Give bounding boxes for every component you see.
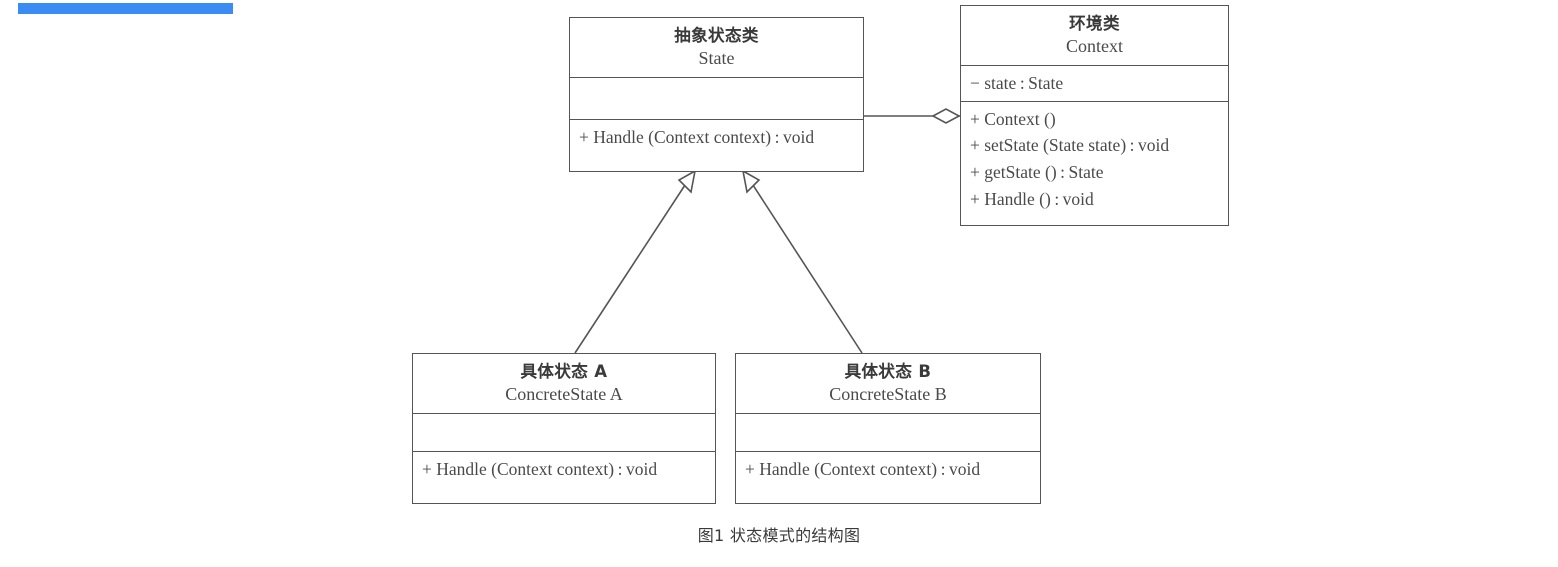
figure-caption: 图1 状态模式的结构图	[697, 526, 861, 545]
hollow-diamond-icon	[931, 108, 961, 124]
uml-class-context[interactable]: 环境类 Context − state : State + Context ()…	[960, 5, 1229, 226]
class-name-cjk: 环境类	[1069, 14, 1120, 33]
uml-class-state[interactable]: 抽象状态类 State + Handle (Context context) :…	[569, 17, 864, 172]
class-operations-concrete-state-a: + Handle (Context context) : void	[413, 450, 715, 487]
class-operations-context: + Context () + setState (State state) : …	[961, 100, 1228, 217]
operation-item: + Handle (Context context) : void	[579, 126, 815, 147]
class-attributes-context: − state : State	[961, 64, 1228, 101]
class-header-state: 抽象状态类 State	[570, 18, 863, 77]
class-header-context: 环境类 Context	[961, 6, 1228, 65]
class-operations-state: + Handle (Context context) : void	[570, 118, 863, 155]
class-attributes-concrete-state-a	[413, 412, 715, 451]
selection-highlight-bar	[18, 3, 233, 14]
class-attributes-concrete-state-b	[736, 412, 1040, 451]
operation-item: + Handle (Context context) : void	[745, 458, 981, 479]
uml-class-concrete-state-b[interactable]: 具体状态 B ConcreteState B + Handle (Context…	[735, 353, 1041, 504]
class-operations-concrete-state-b: + Handle (Context context) : void	[736, 450, 1040, 487]
class-attributes-state	[570, 76, 863, 119]
operation-item: + Handle (Context context) : void	[422, 458, 658, 479]
hollow-triangle-icon	[677, 169, 697, 194]
class-name-en: ConcreteState B	[829, 384, 947, 405]
operation-item: + setState (State state) : void	[970, 135, 1170, 156]
hollow-triangle-icon	[741, 169, 761, 194]
aggregation-context-state	[864, 108, 961, 124]
class-name-cjk: 抽象状态类	[674, 26, 759, 45]
operation-item: + Context ()	[970, 108, 1056, 129]
attribute-item: − state : State	[970, 72, 1064, 93]
uml-class-concrete-state-a[interactable]: 具体状态 A ConcreteState A + Handle (Context…	[412, 353, 716, 504]
operation-item: + getState () : State	[970, 162, 1104, 183]
class-header-concrete-state-b: 具体状态 B ConcreteState B	[736, 354, 1040, 413]
class-name-cjk: 具体状态 B	[844, 362, 932, 381]
class-name-en: State	[698, 48, 735, 69]
operation-item: + Handle () : void	[970, 189, 1094, 210]
generalization-a-state	[574, 169, 697, 354]
class-name-en: Context	[1066, 36, 1123, 57]
class-name-cjk: 具体状态 A	[520, 362, 608, 381]
class-header-concrete-state-a: 具体状态 A ConcreteState A	[413, 354, 715, 413]
class-name-en: ConcreteState A	[505, 384, 623, 405]
generalization-b-state	[741, 169, 863, 354]
